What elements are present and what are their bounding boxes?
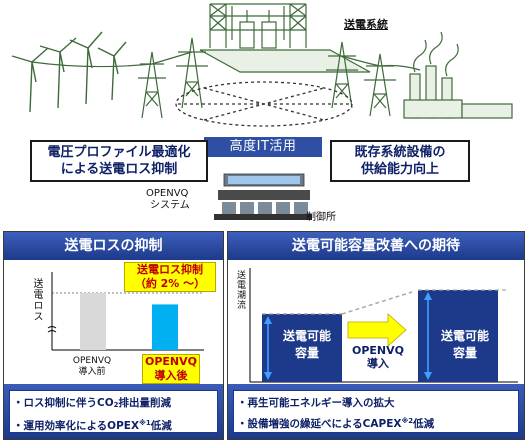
benefit-text: 低減: [150, 420, 172, 432]
benefit-text: 排出量削減: [118, 397, 172, 409]
reduction-line: （約 2% ～）: [134, 277, 206, 290]
reduction-line: 送電ロス抑制: [137, 263, 203, 276]
capacity-improvement-panel: 送電可能容量改善への期待 送電潮流 送電可能 容量 送電可能 容量 O: [227, 231, 525, 440]
benefit-item: ・設備増強の繰延べによるCAPEX※2低減: [237, 412, 515, 433]
openvq-introduction-label: OPENVQ 導入: [346, 344, 410, 370]
system-word: システム: [150, 200, 190, 211]
after-label: OPENVQ 導入後: [142, 354, 200, 384]
voltage-profile-callout: 電圧プロファイル最適化 による送電ロス抑制: [30, 140, 208, 182]
panel-footer: ・ロス抑制に伴うCO2排出量削減 ・運用効率化によるOPEX※1低減: [4, 384, 223, 439]
callout-line: 供給能力向上: [360, 162, 439, 177]
panel-footer: ・再生可能エネルギー導入の拡大 ・設備増強の繰延べによるCAPEX※2低減: [228, 384, 524, 439]
before-label: OPENVQ 導入前: [64, 356, 120, 378]
capacity-callout: 既存系統設備の 供給能力向上: [330, 140, 470, 182]
transmission-tower-icon: [31, 37, 421, 119]
benefit-list: ・再生可能エネルギー導入の拡大 ・設備増強の繰延べによるCAPEX※2低減: [233, 390, 519, 433]
benefit-item: ・再生可能エネルギー導入の拡大: [237, 397, 395, 409]
control-room-illustration: [214, 173, 312, 220]
capacity-increase-line: [341, 291, 413, 315]
before-capacity-box: [262, 314, 342, 382]
capacity-line: 送電可能: [440, 329, 489, 343]
callout-line: 既存系統設備の: [354, 145, 446, 160]
after-capacity-label: 送電可能 容量: [426, 328, 504, 362]
capacity-line: 容量: [452, 346, 477, 360]
power-plant-icon: [403, 31, 513, 119]
benefit-item: ・運用効率化によるOPEX※1低減: [13, 414, 214, 435]
openvq-name: OPENVQ: [146, 188, 189, 199]
benefit-item: ・ロス抑制に伴うCO2排出量削減: [13, 394, 214, 414]
capacity-diagram: [249, 268, 518, 383]
grid-system-label: 送電系統: [344, 18, 388, 31]
callout-line: による送電ロス抑制: [60, 162, 178, 177]
axis-break-icon: [47, 326, 57, 333]
bar-before: [80, 293, 106, 350]
y-axis-label: 送電ロス: [31, 278, 42, 322]
capacity-line: 送電可能: [282, 329, 331, 343]
network-ellipse: [175, 81, 353, 127]
before-label-line: 導入前: [78, 367, 106, 377]
openvq-system-label: OPENVQ システム: [136, 188, 216, 212]
panel-title: 送電可能容量改善への期待: [228, 232, 524, 260]
after-label-line: OPENVQ: [145, 355, 197, 368]
subscript: 2: [113, 401, 119, 409]
panel-title: 送電ロスの抑制: [4, 232, 223, 260]
benefit-text: 低減: [413, 418, 435, 430]
before-capacity-label: 送電可能 容量: [268, 328, 346, 362]
footnote-mark: ※2: [401, 417, 414, 425]
substation-illustration: [199, 3, 371, 73]
benefit-text: ・ロス抑制に伴うCO: [13, 397, 114, 409]
loss-reduction-label: 送電ロス抑制 （約 2% ～）: [124, 262, 216, 292]
benefit-list: ・ロス抑制に伴うCO2排出量削減 ・運用効率化によるOPEX※1低減: [9, 390, 218, 433]
benefit-text: ・運用効率化によるOPEX: [13, 420, 140, 432]
callout-line: 電圧プロファイル最適化: [47, 145, 191, 160]
after-label-line: 導入後: [154, 369, 188, 382]
footnote-mark: ※1: [139, 419, 151, 427]
before-label-line: OPENVQ: [72, 356, 112, 366]
right-arrow-icon: [347, 313, 407, 347]
wind-turbine-icon: [11, 31, 127, 113]
capacity-line: 容量: [294, 346, 319, 360]
loss-chart: [47, 272, 204, 351]
intro-line: 導入: [367, 357, 389, 370]
double-arrow-icon: [264, 292, 432, 380]
control-center-label: 制御所: [306, 212, 336, 223]
benefit-text: ・設備増強の繰延べによるCAPEX: [237, 418, 402, 430]
bar-after: [152, 304, 178, 350]
transmission-loss-panel: 送電ロスの抑制 送電ロス OPENVQ 導入前 送電ロス抑制 （約 2% ～） …: [3, 231, 224, 440]
after-capacity-box: [418, 290, 498, 382]
it-utilization-label: 高度IT活用: [204, 137, 322, 157]
intro-line: OPENVQ: [352, 344, 404, 357]
y-axis-label: 送電潮流: [235, 270, 245, 310]
